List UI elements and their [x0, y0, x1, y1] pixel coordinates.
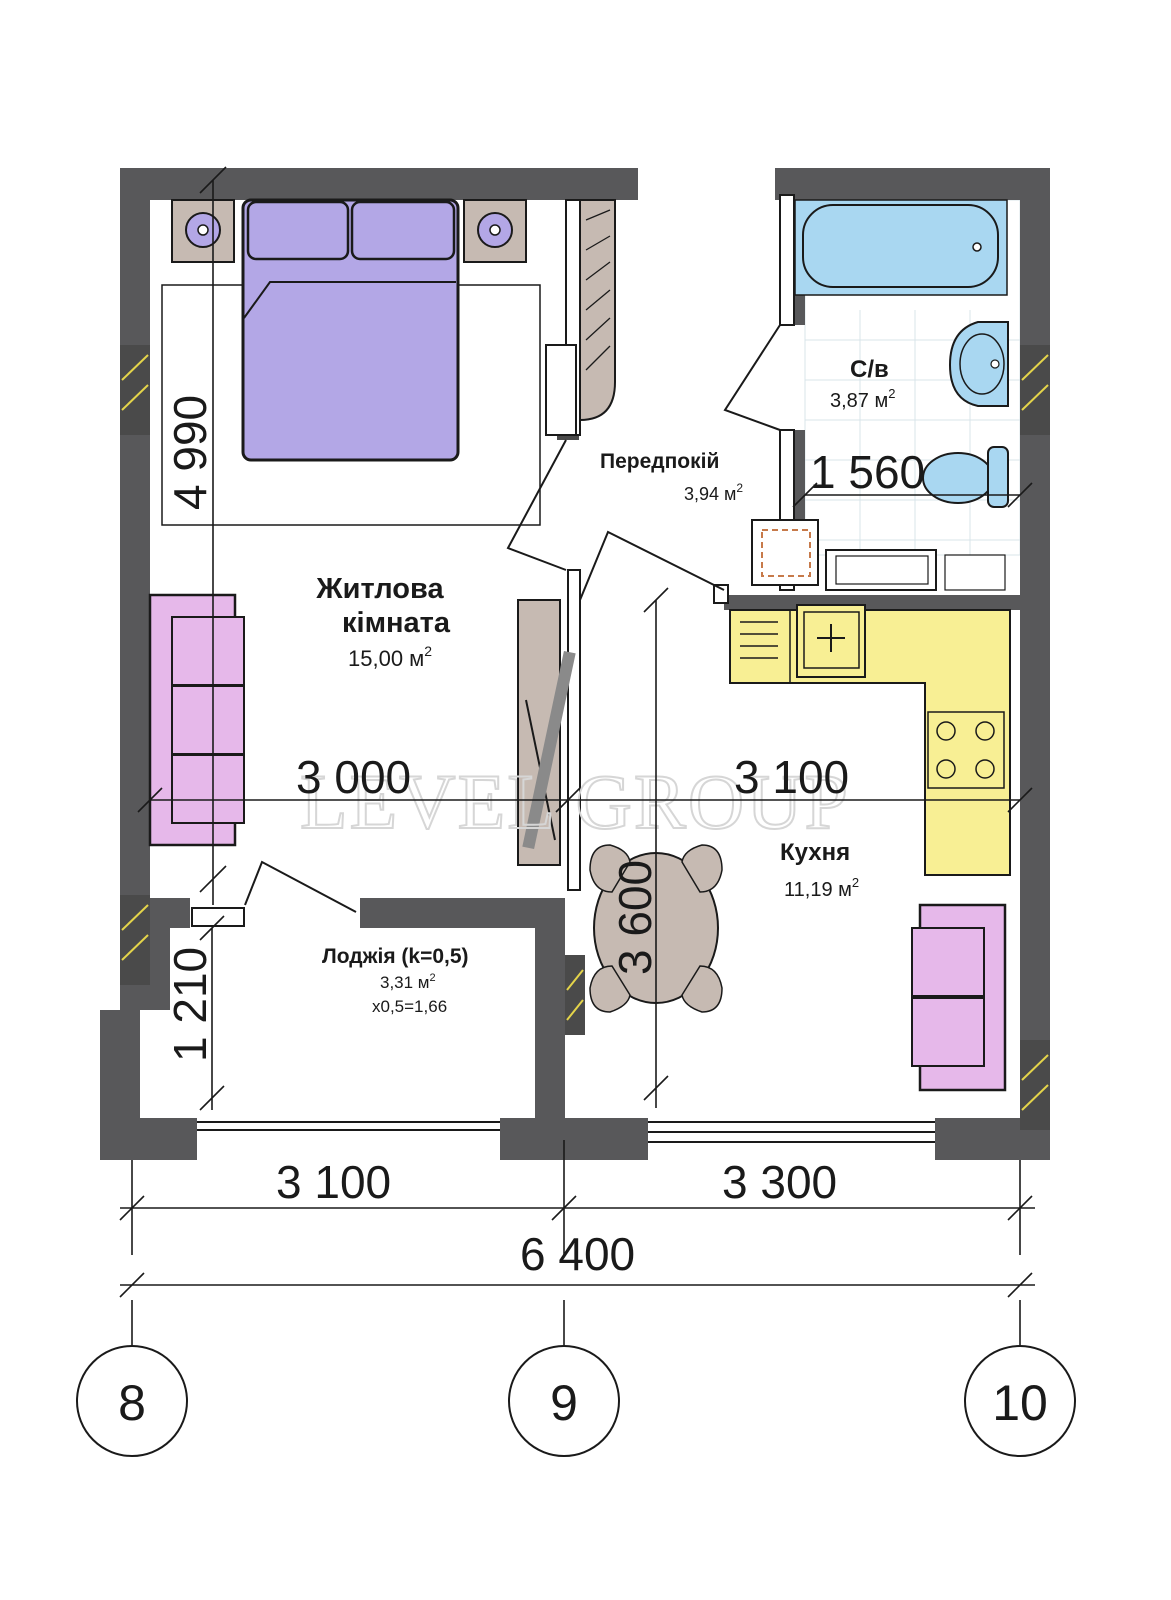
- dim-bottom-left: 3 100: [276, 1156, 391, 1208]
- dim-living-depth: 4 990: [164, 395, 216, 510]
- internal-dimension-lines: [137, 166, 1033, 1111]
- cooktop: [927, 711, 1005, 789]
- dining-set: [589, 844, 723, 1013]
- bedside-table-left: [171, 199, 235, 263]
- living-room-name-line2: кімната: [342, 607, 451, 639]
- living-room-area: 15,00 м2: [348, 643, 432, 671]
- walls: [100, 168, 1050, 1160]
- wardrobe: [545, 199, 616, 436]
- toilet: [922, 446, 1009, 508]
- bathtub: [794, 199, 1008, 296]
- living-room-name-line1: Житлова: [315, 573, 444, 605]
- kitchen-name: Кухня: [780, 839, 850, 866]
- sofa-living: [148, 593, 245, 847]
- loggia-coefficient: х0,5=1,66: [372, 997, 447, 1016]
- axis-markers: [76, 1345, 1076, 1457]
- dim-bottom-right: 3 300: [722, 1156, 837, 1208]
- hallway-area: 3,94 м2: [684, 481, 743, 504]
- loggia-area: 3,31 м2: [380, 972, 436, 992]
- washing-machine: [825, 549, 1006, 591]
- bedside-table-right: [463, 199, 527, 263]
- dim-bath-width: 1 560: [810, 446, 925, 498]
- ventilation-shaft: [751, 519, 819, 586]
- bathroom-name: С/в: [850, 356, 889, 383]
- doors: [244, 324, 781, 913]
- sofa-kitchen: [911, 903, 1007, 1092]
- hallway-name: Передпокій: [600, 450, 719, 473]
- kitchen-counter: [729, 604, 1011, 876]
- dim-bottom-total: 6 400: [520, 1228, 635, 1280]
- washbasin: [948, 321, 1009, 407]
- external-dimension-lines: [119, 1140, 1035, 1345]
- bathroom-area: 3,87 м2: [830, 386, 895, 412]
- axis-label-10: 10: [992, 1375, 1048, 1431]
- axis-label-8: 8: [118, 1375, 146, 1431]
- watermark: LEVEL GROUP: [300, 758, 850, 845]
- loggia-name: Лоджія (k=0,5): [322, 945, 469, 968]
- kitchen-area: 11,19 м2: [784, 875, 859, 901]
- bed: [241, 198, 460, 462]
- dim-living-width: 3 000: [296, 751, 411, 803]
- dim-kitchen-width: 3 100: [734, 751, 849, 803]
- axis-label-9: 9: [550, 1375, 578, 1431]
- dim-loggia-depth: 1 210: [164, 947, 216, 1062]
- dim-kitchen-table: 3 600: [609, 860, 661, 975]
